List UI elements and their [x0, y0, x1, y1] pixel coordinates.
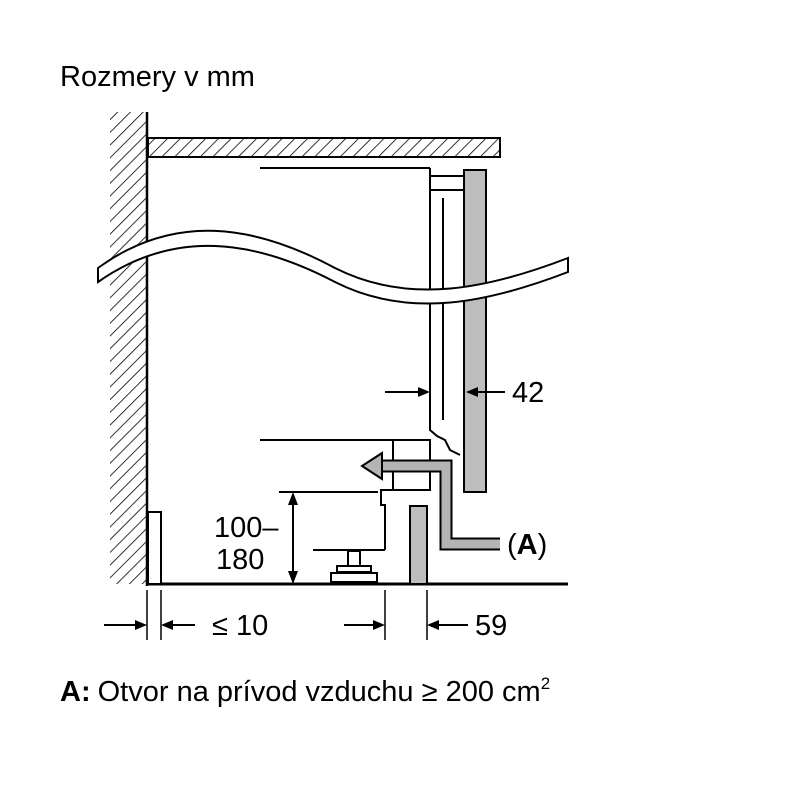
dimension-plinth-height-label-1: 100–	[214, 512, 279, 544]
dimension-42	[385, 387, 505, 397]
marker-a-close: )	[538, 529, 548, 561]
legend-key: A:	[60, 676, 91, 708]
marker-a: (A)	[507, 529, 547, 561]
marker-a-letter: A	[517, 529, 538, 561]
airflow-arrow	[360, 451, 500, 551]
diagram-title: Rozmery v mm	[60, 61, 255, 93]
dimension-gap-right	[344, 620, 468, 630]
dimension-gap-left	[104, 620, 195, 630]
plinth-board	[409, 505, 428, 585]
dimension-42-label: 42	[512, 377, 544, 409]
wall	[110, 112, 149, 586]
bottom-extension-lines	[146, 590, 428, 640]
legend-text: Otvor na prívod vzduchu ≥ 200 cm	[98, 676, 541, 708]
marker-a-open: (	[507, 529, 517, 561]
top-shelf	[147, 137, 501, 158]
appliance-body	[260, 167, 465, 456]
door-panel	[463, 169, 487, 493]
legend-superscript: 2	[541, 674, 550, 693]
dimension-gap-right-label: 59	[475, 610, 507, 642]
adjustable-foot	[313, 549, 385, 583]
legend: A:Otvor na prívod vzduchu ≥ 200 cm2	[60, 674, 550, 708]
side-plinth	[147, 511, 162, 585]
dimension-gap-left-label: ≤ 10	[212, 610, 268, 642]
break-line-band	[97, 229, 569, 305]
dimension-plinth-height	[279, 491, 378, 584]
dimension-plinth-height-label-2: 180	[216, 544, 264, 576]
